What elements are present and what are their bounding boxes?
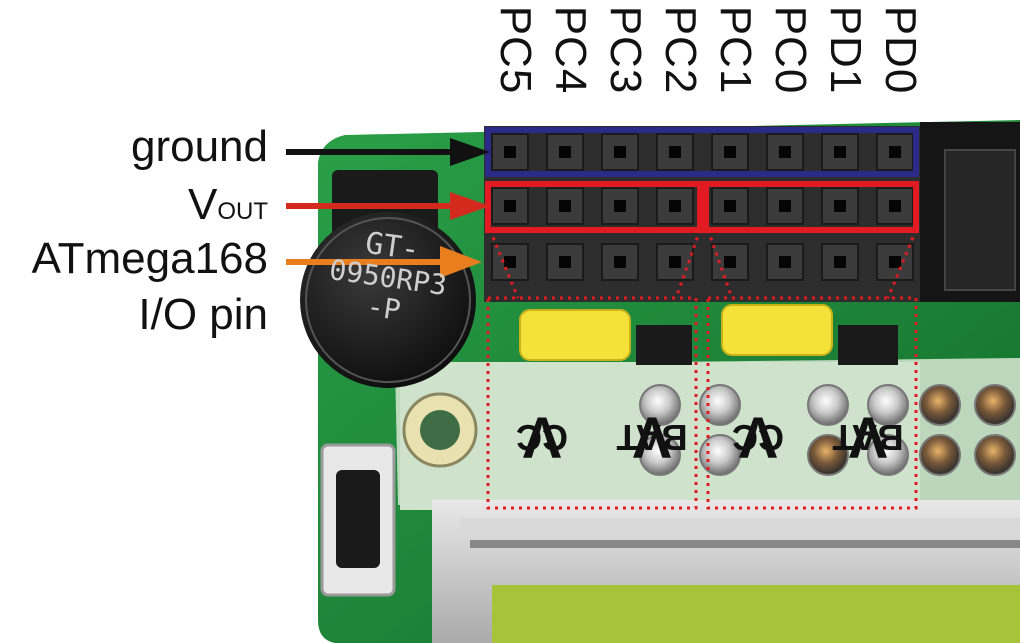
vout-label: VOUT <box>188 180 268 230</box>
header-hole <box>779 146 791 158</box>
pin-dot <box>867 434 909 476</box>
pin-label-pc5: PC5 <box>491 5 540 95</box>
vout-label-sub: OUT <box>217 198 268 225</box>
pin-label-pc1: PC1 <box>711 5 760 95</box>
header-hole <box>834 146 846 158</box>
pin-dot <box>639 384 681 426</box>
pin-label-pd1: PD1 <box>821 5 870 95</box>
header-socket <box>876 133 914 171</box>
atmega-label: ATmega168 <box>31 234 268 283</box>
lcd-screen <box>492 585 1020 643</box>
header-hole <box>834 256 846 268</box>
header-hole <box>779 256 791 268</box>
header-socket <box>656 133 694 171</box>
header-hole <box>669 200 681 212</box>
pin-dot <box>699 384 741 426</box>
header-hole <box>724 200 736 212</box>
pin-dot <box>867 384 909 426</box>
header-hole <box>669 256 681 268</box>
pin-dot <box>974 384 1016 426</box>
header-hole <box>614 146 626 158</box>
ground-label: ground <box>130 122 268 171</box>
header-hole <box>889 200 901 212</box>
header-pins <box>639 384 1016 476</box>
header-hole <box>779 200 791 212</box>
io-arrow <box>440 246 482 278</box>
header-hole <box>614 256 626 268</box>
header-socket <box>766 133 804 171</box>
buzzer <box>300 212 476 388</box>
pin-dot <box>919 434 961 476</box>
io-pin-label: I/O pin <box>138 290 268 339</box>
dotted-box-left <box>486 296 698 510</box>
pin-label-pc2: PC2 <box>656 5 705 95</box>
header-hole <box>889 256 901 268</box>
header-hole <box>504 200 516 212</box>
pin-dot <box>699 434 741 476</box>
pin-dot <box>639 434 681 476</box>
pin-dot <box>919 384 961 426</box>
header-hole <box>834 200 846 212</box>
pin-dot <box>974 434 1016 476</box>
header-hole <box>724 146 736 158</box>
header-socket <box>876 187 914 225</box>
pin-dot <box>807 434 849 476</box>
header-hole <box>669 146 681 158</box>
pin-label-pd0: PD0 <box>876 5 925 95</box>
header-hole <box>559 256 571 268</box>
pin-label-pc3: PC3 <box>601 5 650 95</box>
header-socket <box>601 133 639 171</box>
capacitor-left <box>519 309 631 361</box>
header-hole <box>889 146 901 158</box>
pin-label-pc0: PC0 <box>766 5 815 95</box>
header-hole <box>559 146 571 158</box>
vout-box-left <box>485 181 703 233</box>
header-hole <box>724 256 736 268</box>
vout-arrow <box>450 192 490 220</box>
header-hole <box>504 256 516 268</box>
pin-label-pc4: PC4 <box>546 5 595 95</box>
dotted-box-right <box>706 296 918 510</box>
capacitor-right <box>721 304 833 356</box>
ground-arrow <box>450 138 490 166</box>
header-hole <box>504 146 516 158</box>
buzzer-label: GT- 0950RP3 -P <box>312 223 463 334</box>
header-hole <box>614 200 626 212</box>
vout-label-main: V <box>187 180 218 229</box>
header-holes <box>491 133 914 281</box>
header-hole <box>559 200 571 212</box>
vout-box-right <box>703 181 919 233</box>
header-socket <box>491 187 529 225</box>
pin-dot <box>807 384 849 426</box>
